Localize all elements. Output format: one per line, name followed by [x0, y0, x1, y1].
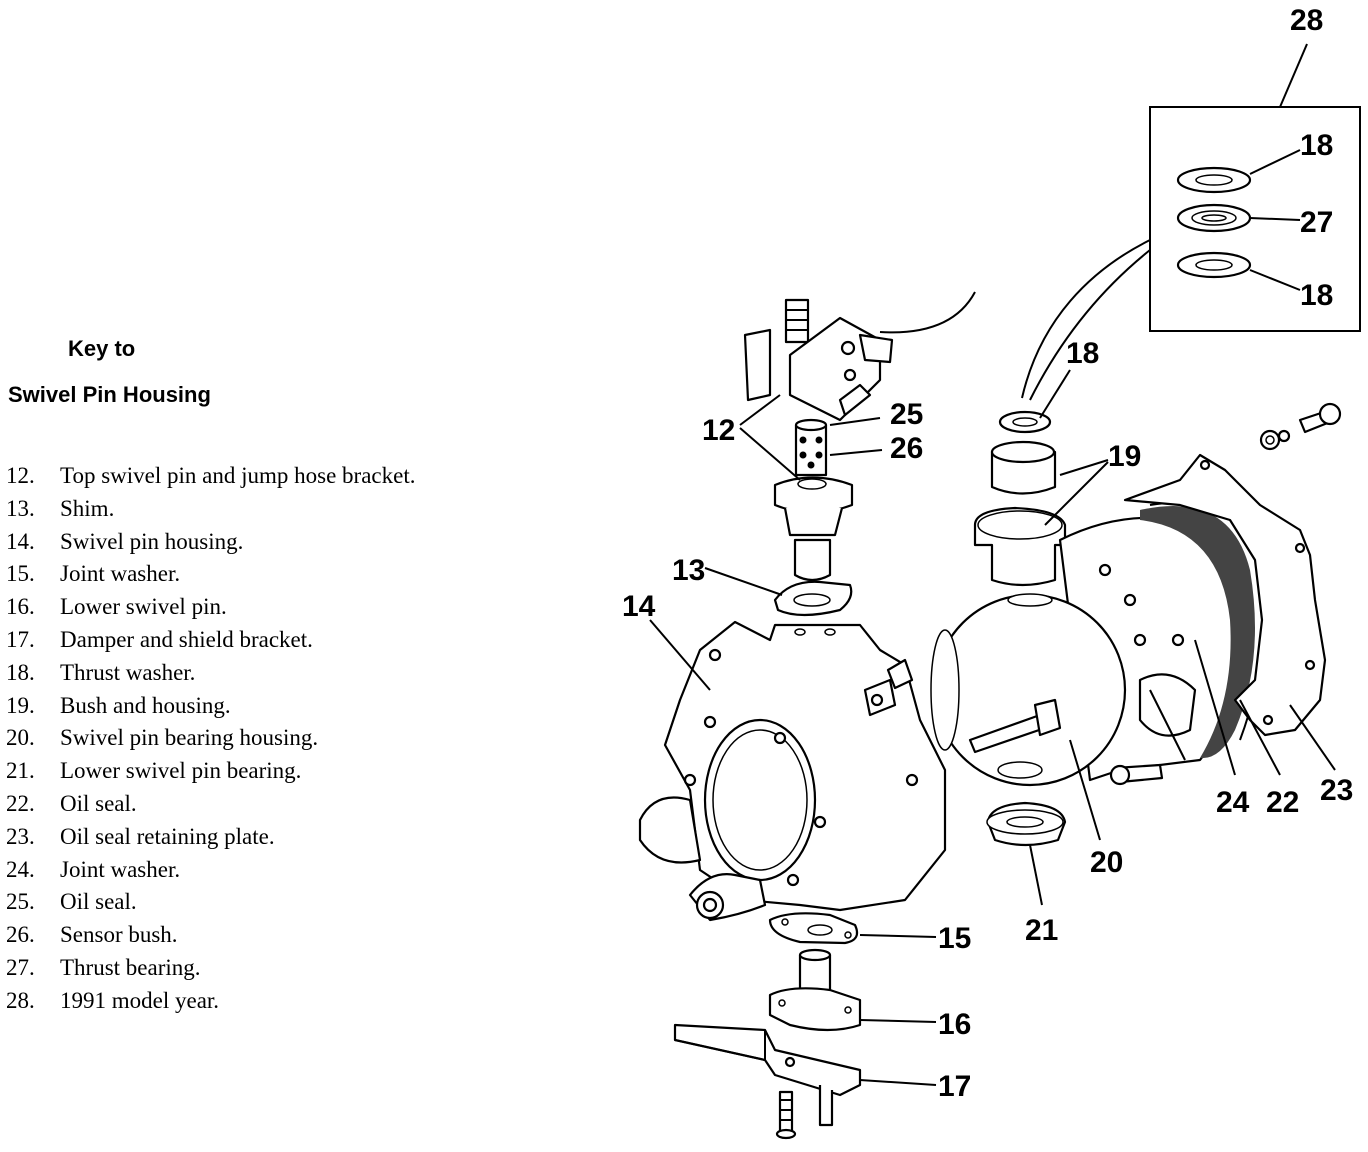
legend-item-number: 20. [6, 725, 35, 751]
legend-item: 26. Sensor bush. [6, 919, 415, 952]
callout-23: 23 [1320, 774, 1353, 807]
callout-12: 12 [702, 414, 735, 447]
callout-16: 16 [938, 1008, 971, 1041]
top-swivel-pin-bracket [743, 298, 894, 422]
callout-20: 20 [1090, 846, 1123, 879]
bolt-and-washer [1259, 402, 1342, 451]
legend-item-text: Oil seal. [60, 790, 137, 816]
screw [1109, 763, 1164, 786]
callout-25: 25 [890, 398, 923, 431]
legend-item-number: 23. [6, 823, 35, 849]
swivel-pin-bearing-housing [930, 516, 1242, 787]
callout-14: 14 [622, 590, 656, 623]
legend-item: 20. Swivel pin bearing housing. [6, 722, 415, 755]
legend-item-text: Joint washer. [60, 856, 181, 882]
legend-item-number: 12. [6, 463, 35, 488]
top-swivel-pin [773, 476, 854, 582]
lower-swivel-pin-bearing [986, 801, 1067, 847]
legend-item-number: 15. [6, 561, 35, 587]
legend-item-text: Bush and housing. [60, 692, 231, 718]
exploded-diagram: 28 18 27 18 18 25 12 26 19 13 14 24 22 2… [622, 4, 1361, 1140]
oil-seal-sensor-bush [794, 418, 828, 477]
legend-item: 14. Swivel pin housing. [6, 526, 415, 559]
legend-item-text: Thrust washer. [60, 659, 196, 685]
legend-item-number: 16. [6, 594, 35, 620]
legend-item-number: 28. [6, 987, 35, 1013]
callout-13: 13 [672, 554, 705, 587]
legend-item: 24. Joint washer. [6, 854, 415, 887]
callout-19: 19 [1108, 440, 1141, 473]
legend-item-number: 26. [6, 922, 35, 948]
callout-18-inset-top: 18 [1300, 129, 1333, 162]
joint-washer [768, 912, 859, 945]
callout-18: 18 [1066, 337, 1099, 370]
leader-lines [649, 369, 1336, 1086]
legend-item-text: Joint washer. [60, 561, 181, 587]
legend-item: 12. Top swivel pin and jump hose bracket. [6, 460, 415, 493]
legend-item-text: Top swivel pin and jump hose bracket. [60, 463, 416, 488]
callout-22: 22 [1266, 786, 1299, 819]
legend-item: 19. Bush and housing. [6, 690, 415, 723]
legend-item: 28. 1991 model year. [6, 985, 415, 1018]
legend-item-number: 17. [6, 626, 35, 652]
legend-item-text: Sensor bush. [60, 922, 178, 948]
legend-item-number: 27. [6, 954, 35, 980]
legend-item-text: Swivel pin bearing housing. [60, 725, 319, 751]
damper-shield-bracket [673, 1023, 862, 1140]
legend-item-text: Swivel pin housing. [60, 528, 244, 554]
legend-item: 13. Shim. [6, 493, 415, 526]
lower-swivel-pin [768, 948, 862, 1032]
callout-27: 27 [1300, 206, 1333, 239]
callout-labels: 28 18 27 18 18 25 12 26 19 13 14 24 22 2… [622, 4, 1353, 1103]
legend-item-text: Thrust bearing. [60, 954, 201, 980]
legend-item: 15. Joint washer. [6, 558, 415, 591]
legend-item-number: 21. [6, 758, 35, 784]
legend-item: 27. Thrust bearing. [6, 952, 415, 985]
legend-item-text: Lower swivel pin bearing. [60, 758, 302, 784]
legend-item: 23. Oil seal retaining plate. [6, 821, 415, 854]
legend-item-number: 13. [6, 495, 35, 521]
legend-item-number: 25. [6, 889, 35, 915]
legend-item-text: Damper and shield bracket. [60, 626, 313, 652]
legend-list: 12. Top swivel pin and jump hose bracket.… [6, 460, 415, 1018]
thrust-washer [998, 410, 1052, 434]
callout-15: 15 [938, 922, 971, 955]
legend-item-number: 19. [6, 692, 35, 718]
callout-18-inset-bottom: 18 [1300, 279, 1333, 312]
callout-26: 26 [890, 432, 923, 465]
legend-item-text: Oil seal. [60, 889, 137, 915]
legend-item-number: 18. [6, 659, 35, 685]
legend-item-text: Lower swivel pin. [60, 594, 227, 620]
legend-heading: Key to [68, 336, 136, 361]
legend-item: 21. Lower swivel pin bearing. [6, 755, 415, 788]
bush-and-housing [973, 440, 1067, 587]
swivel-pin-housing [638, 620, 947, 922]
callout-21: 21 [1025, 914, 1058, 947]
inset-1991-model-year [1149, 43, 1361, 332]
legend-item-text: Shim. [60, 495, 115, 521]
legend-item-text: Oil seal retaining plate. [60, 823, 275, 849]
legend-item: 22. Oil seal. [6, 788, 415, 821]
oil-seal-retaining-plate [1123, 453, 1327, 737]
legend-item: 18. Thrust washer. [6, 657, 415, 690]
legend-title: Swivel Pin Housing [8, 382, 211, 407]
legend-item: 16. Lower swivel pin. [6, 591, 415, 624]
legend-item-number: 14. [6, 528, 35, 554]
legend-item-text: 1991 model year. [60, 987, 220, 1013]
callout-17: 17 [938, 1070, 971, 1103]
legend-item: 25. Oil seal. [6, 886, 415, 919]
legend-item-number: 22. [6, 790, 35, 816]
legend-item-number: 24. [6, 856, 35, 882]
legend-item: 17. Damper and shield bracket. [6, 624, 415, 657]
shim [773, 580, 853, 617]
callout-28: 28 [1290, 4, 1323, 37]
callout-24: 24 [1216, 786, 1250, 819]
